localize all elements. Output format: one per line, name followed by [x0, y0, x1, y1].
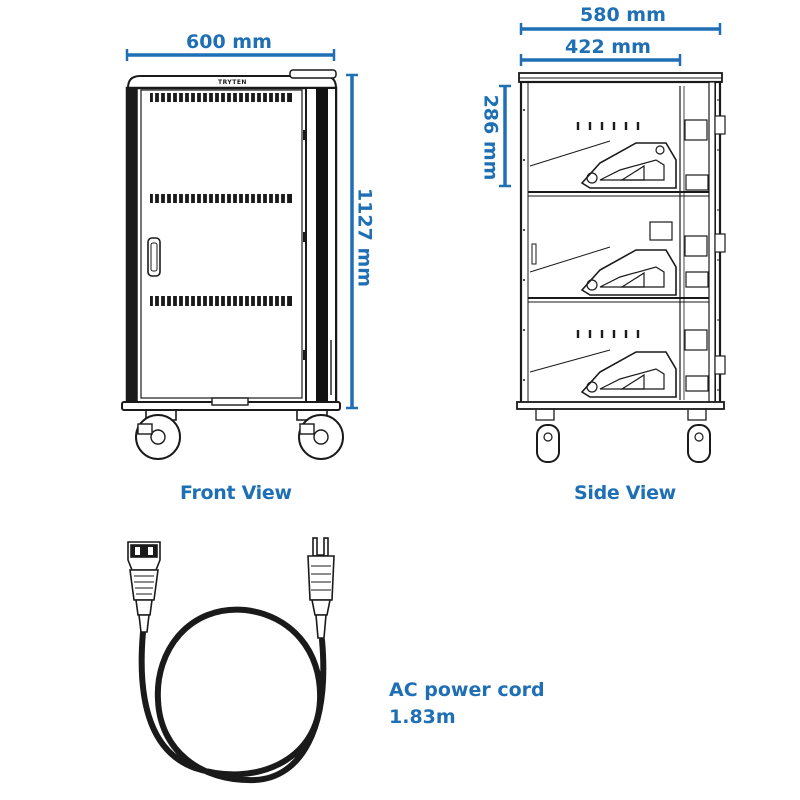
dimension-lines: [125, 23, 722, 410]
cord-length: 1.83m: [389, 706, 456, 728]
front-view-caption: Front View: [180, 482, 292, 504]
brand-logo: TRYTEN: [218, 79, 247, 86]
shelf-height-label: 286 mm: [479, 94, 502, 181]
height-label: 1127 mm: [353, 187, 376, 288]
iec-connector-icon: [127, 541, 161, 633]
side-view-cart: [516, 72, 726, 463]
side-wheels: [536, 424, 711, 463]
side-compartment-2: [529, 221, 726, 296]
ac-power-cord: [127, 537, 335, 784]
side-inner-width-label: 422 mm: [565, 36, 651, 58]
side-compartment-3: [529, 329, 726, 398]
front-view-cart: [121, 69, 344, 460]
front-width-label: 600 mm: [186, 31, 272, 53]
side-view-caption: Side View: [574, 482, 676, 504]
door-handle-icon: [147, 237, 161, 277]
side-compartment-1: [529, 115, 726, 191]
front-wheels: [135, 414, 344, 460]
side-width-label: 580 mm: [580, 4, 666, 26]
nema-plug-icon: [307, 537, 335, 639]
cord-caption: AC power cord 1.83m: [389, 677, 545, 731]
cord-title: AC power cord: [389, 679, 545, 701]
